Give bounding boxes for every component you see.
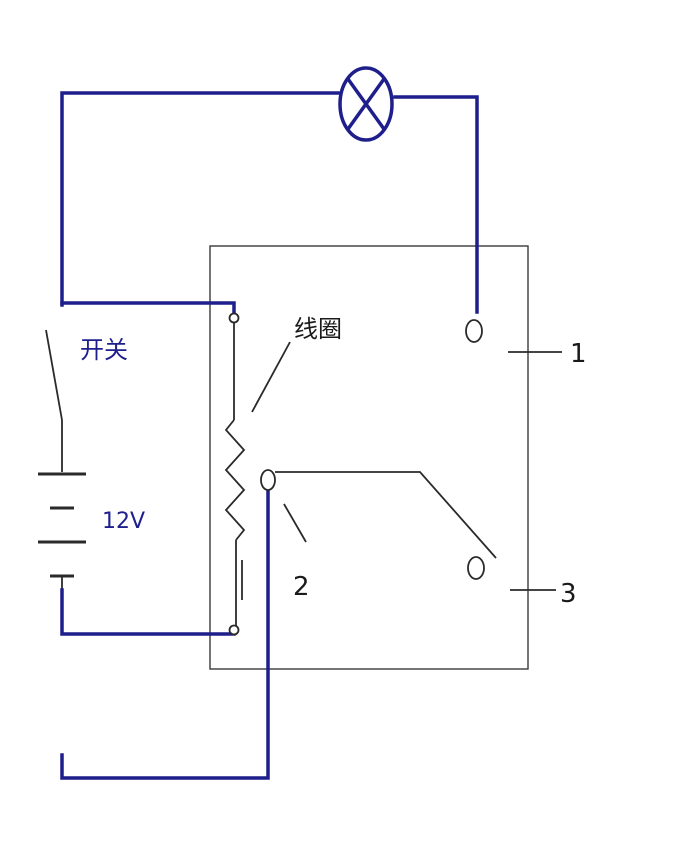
relay-housing — [209, 245, 529, 670]
voltage-label: 12V — [102, 509, 145, 534]
terminal-1 — [465, 319, 483, 343]
terminal-2-label: 2 — [293, 572, 310, 602]
terminal-3 — [467, 556, 485, 580]
coil-label: 线圈 — [294, 315, 342, 343]
lamp-icon — [338, 66, 394, 142]
coil-bottom-terminal — [228, 624, 240, 636]
wire-return — [60, 490, 270, 780]
wire-coil-top — [60, 301, 236, 318]
wire-top-right — [393, 95, 479, 314]
terminal-2 — [260, 469, 276, 491]
coil-leader-line — [251, 341, 291, 413]
coil-top-terminal — [228, 312, 240, 324]
coil-icon — [224, 322, 246, 626]
switch-label: 开关 — [80, 336, 128, 364]
terminal-3-label: 3 — [560, 579, 577, 609]
armature-contact — [275, 471, 497, 559]
switch-icon — [45, 329, 63, 468]
wire-coil-bottom — [60, 588, 236, 636]
wire-top-left — [60, 91, 340, 307]
terminal-2-leader — [283, 503, 307, 543]
battery-icon — [38, 468, 86, 590]
terminal-1-label: 1 — [570, 339, 587, 369]
